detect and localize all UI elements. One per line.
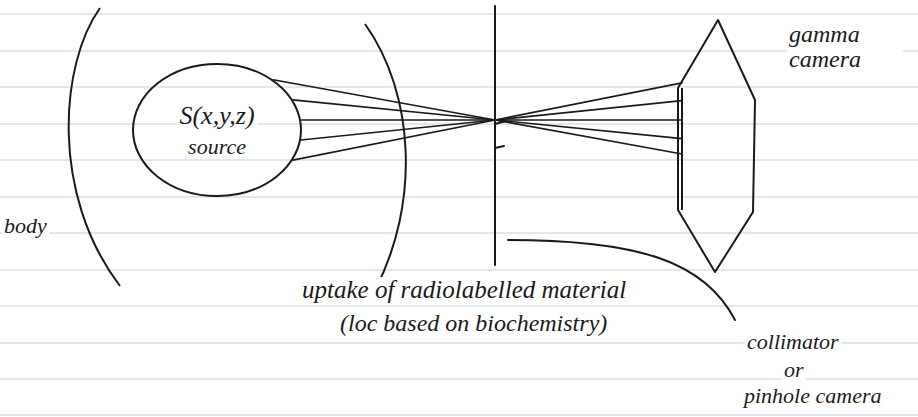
ruled-lines (0, 14, 918, 415)
pinhole-label: pinhole camera (742, 384, 883, 407)
camera-outline (678, 20, 755, 272)
source-label: source (186, 135, 248, 158)
collimator-plate (494, 6, 496, 265)
body-label: body (2, 214, 49, 237)
uptake-note: (loc based on biochemistry) (338, 311, 609, 336)
node-outline (132, 63, 302, 197)
source-outline (133, 64, 301, 196)
body-left-contour (69, 8, 120, 286)
pinhole-mark (495, 146, 504, 148)
source-text: S(x,y,z) source (132, 63, 302, 197)
gamma-rays (273, 80, 682, 160)
gamma-camera: gamma camera (665, 12, 915, 280)
body-right-contour (365, 24, 406, 290)
body-outline: body S(x,y,z) source (0, 4, 415, 296)
collimator-label: collimator (745, 330, 841, 353)
source-function: S(x,y,z) (177, 102, 256, 129)
detector-face (681, 88, 683, 210)
camera-label: gamma camera (787, 22, 903, 72)
uptake-note: uptake of radiolabelled material (300, 277, 628, 303)
source-ellipse: S(x,y,z) source (132, 63, 302, 197)
or-label: or (782, 358, 806, 381)
